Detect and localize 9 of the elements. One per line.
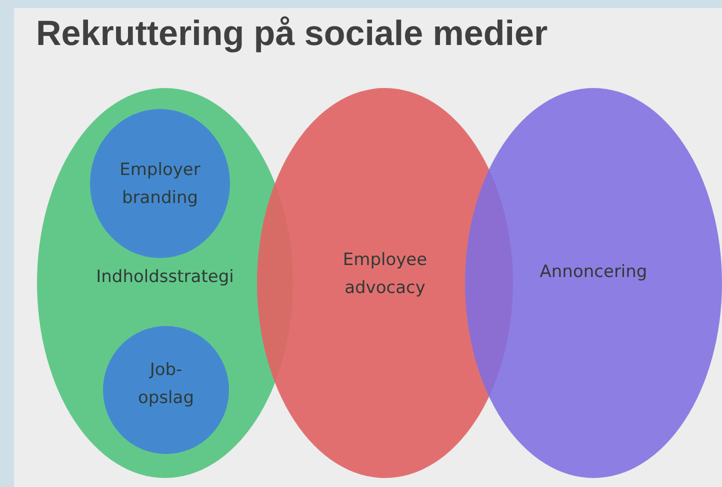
circle-shape: [90, 109, 230, 258]
node-label: Employee advocacy: [342, 249, 428, 300]
circle-shape: [103, 326, 229, 454]
node-label: Indholdsstrategi: [95, 266, 235, 289]
node-label: Employer branding: [118, 159, 202, 210]
node-label: Annoncering: [538, 261, 648, 284]
title: Rekruttering på sociale medier: [36, 14, 548, 54]
ellipse-shape: [465, 88, 722, 478]
node-label: Job- opslag: [137, 359, 195, 410]
